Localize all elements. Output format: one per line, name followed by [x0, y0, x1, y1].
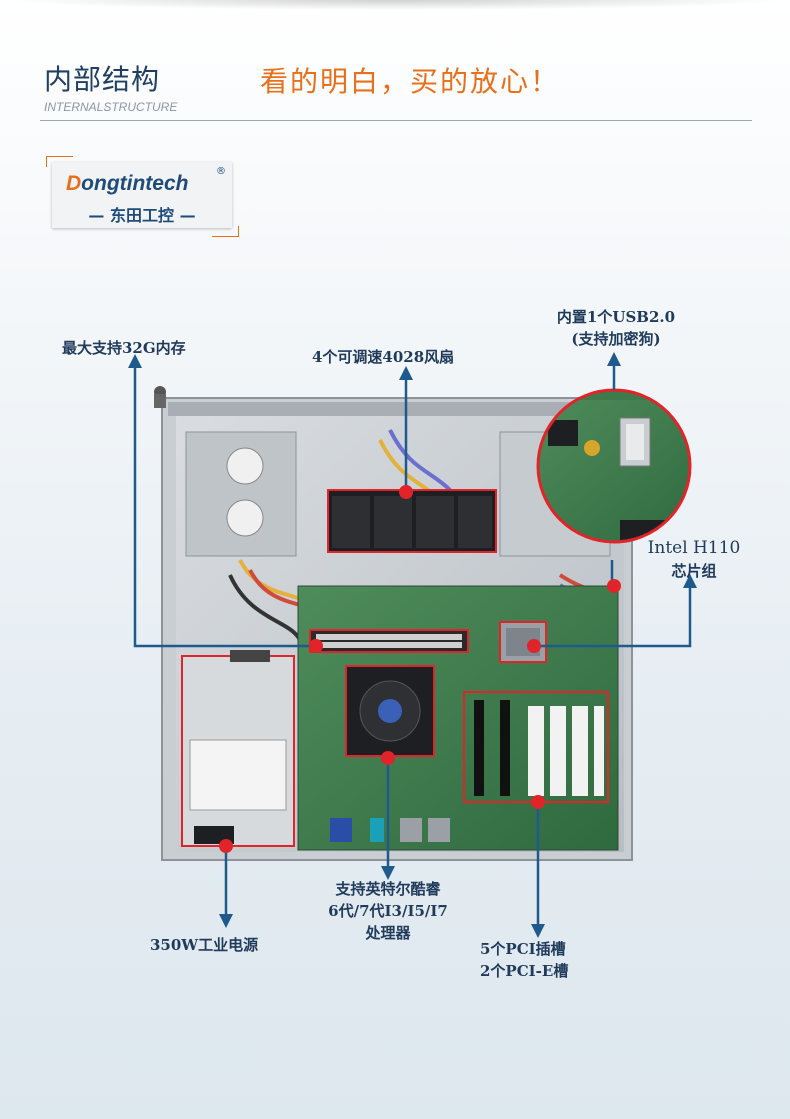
usb-label-line1: 内置1个USB2.0 [556, 308, 676, 326]
section-subtitle: INTERNALSTRUCTURE [44, 100, 178, 114]
logo-initial: D [66, 172, 82, 195]
cpu-label-line3: 处理器 [365, 924, 411, 942]
usb-label-line2: (支持加密狗) [571, 330, 661, 348]
callout-lines [133, 360, 692, 930]
logo-chinese-name: — 东田工控 — [88, 206, 196, 225]
logo-rest: ongtintech [81, 172, 189, 195]
slogan: 看的明白，买的放心！ [260, 65, 561, 98]
top-shadow [0, 0, 790, 10]
brand-logo: Dongtintech ® — 东田工控 — [52, 162, 232, 228]
slots-label-line2: 2个PCI-E槽 [480, 962, 569, 980]
logo-wordmark: Dongtintech [66, 172, 189, 196]
cpu-label-line1: 支持英特尔酷睿 [335, 880, 441, 898]
section-title: 内部结构 [44, 63, 161, 96]
mainboard [297, 585, 619, 851]
power-supply [181, 650, 295, 847]
chipset-label-line2: 芯片组 [671, 562, 717, 580]
fan-array [327, 489, 497, 553]
chipset-label-line1: Intel H110 [647, 538, 741, 558]
logo-corner-bottom-right [212, 226, 239, 237]
memory-label: 最大支持32G内存 [62, 339, 186, 357]
header-divider [40, 120, 752, 121]
callout-markers [219, 485, 621, 853]
logo-corner-top-left [46, 156, 73, 167]
cpu-label-line2: 6代/7代I3/I5/I7 [328, 902, 448, 920]
usb-zoom-bubble [536, 388, 692, 544]
registered-mark: ® [216, 166, 226, 177]
callout-arrowheads [128, 352, 697, 938]
psu-label: 350W工业电源 [150, 936, 259, 954]
slots-label-line1: 5个PCI插槽 [480, 940, 566, 958]
fans-label: 4个可调速4028风扇 [312, 348, 455, 366]
